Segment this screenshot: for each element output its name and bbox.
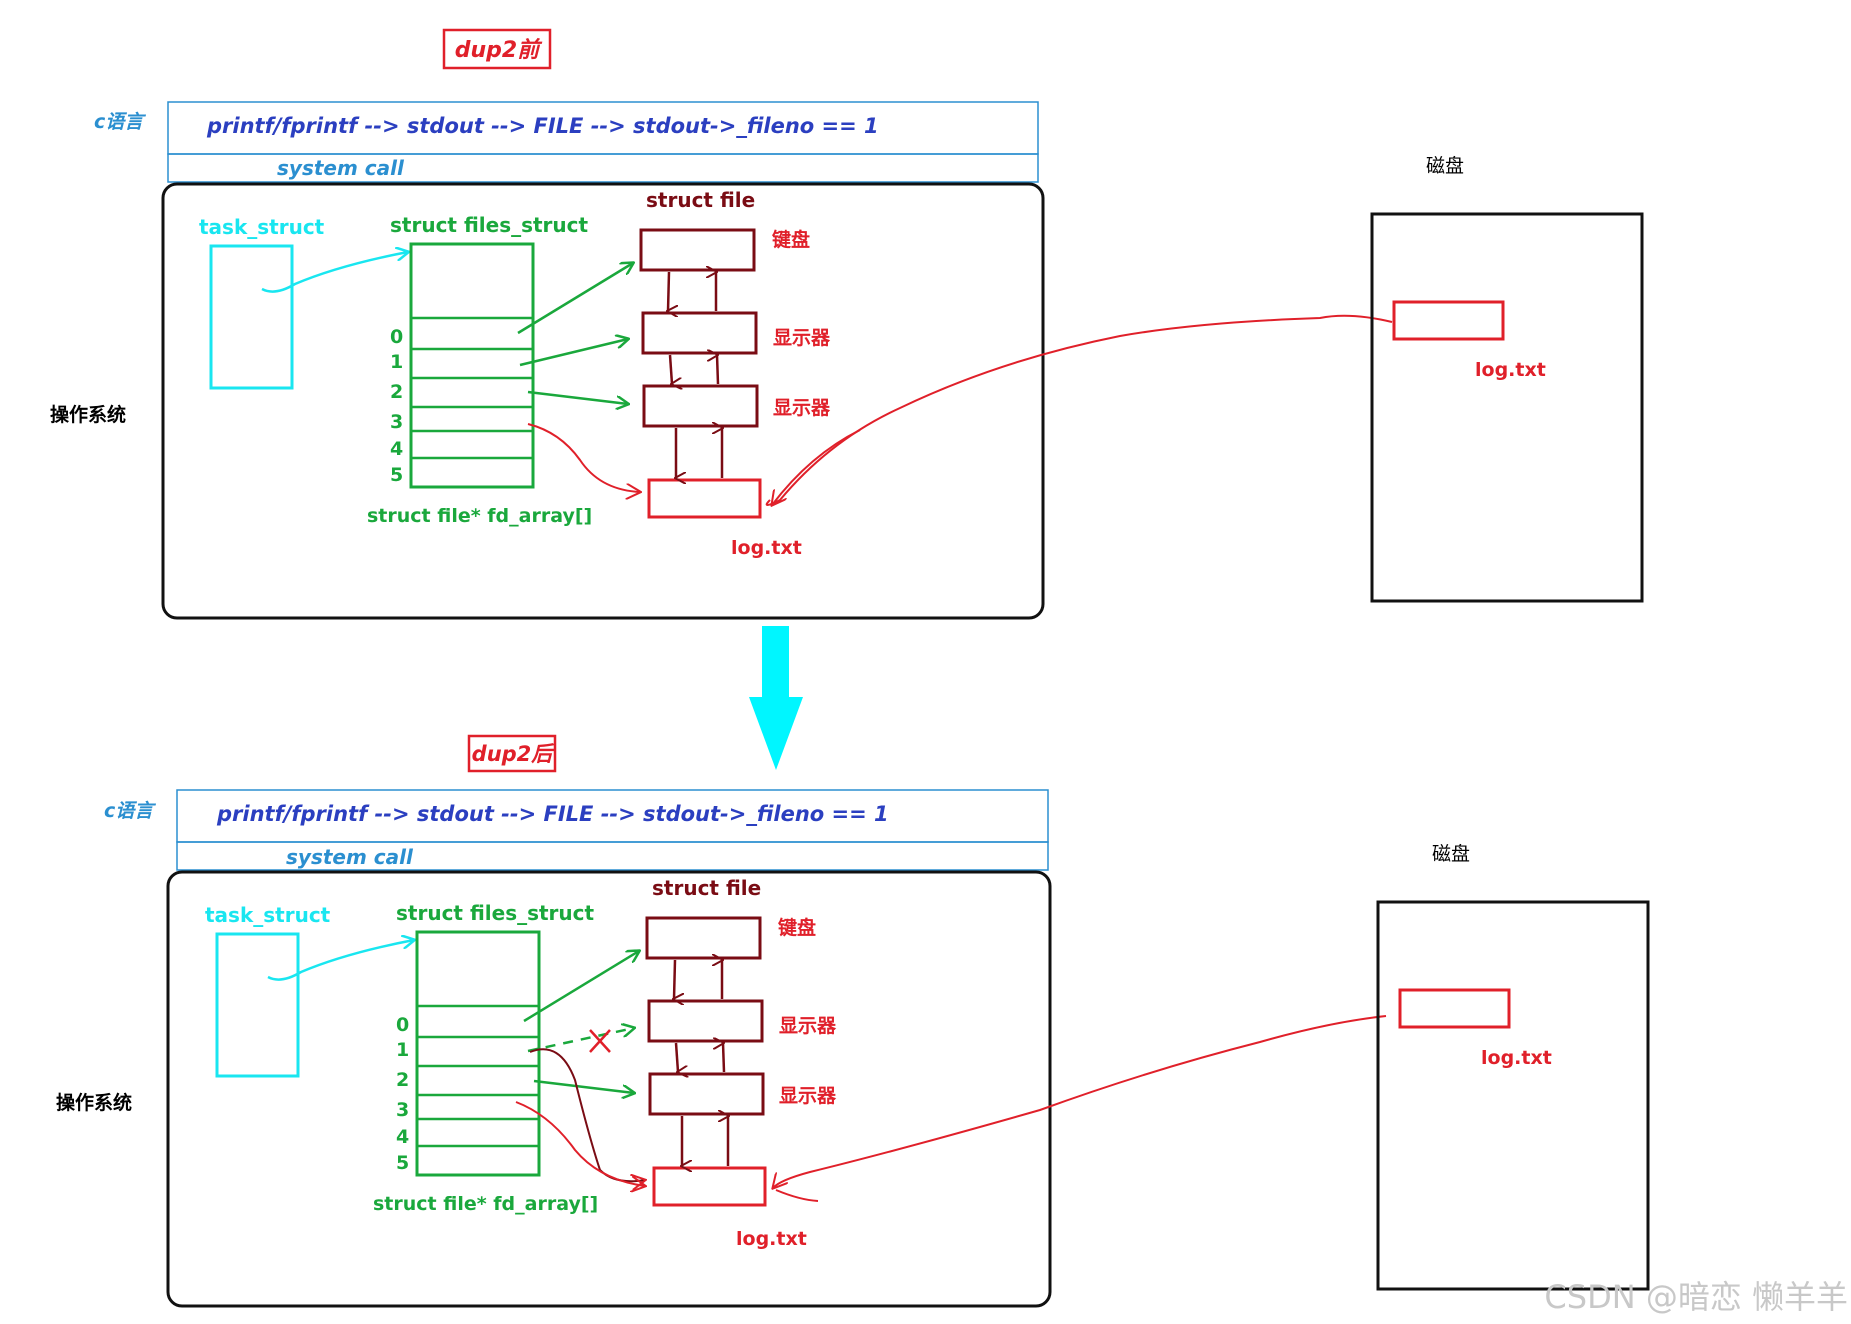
- disk-to-kernel-log-arrowhead: [772, 429, 861, 505]
- os-kernel-box: [161, 182, 1045, 620]
- file-keyboard-label: 键盘: [771, 228, 810, 251]
- fd-3: 3: [396, 1099, 409, 1121]
- task-to-files-arrow: [261, 252, 408, 293]
- fd-slots-2: [417, 1004, 539, 1148]
- watermark: CSDN @暗恋 懒羊羊: [1544, 1278, 1848, 1316]
- disk-to-kernel-log-arrow-2: [773, 1015, 1387, 1188]
- stage-badge-after: [467, 734, 557, 773]
- task-struct-box: [209, 244, 294, 390]
- call-chain: printf/fprintf --> stdout --> FILE --> s…: [206, 114, 879, 138]
- fd-2: 2: [396, 1069, 409, 1091]
- task-to-files-arrow-2: [267, 940, 414, 981]
- fd-array-label: struct file* fd_array[]: [367, 505, 592, 527]
- fd-1: 1: [396, 1039, 409, 1061]
- stage-label-after: dup2后: [472, 742, 556, 766]
- disk-log-file-2: [1398, 988, 1511, 1029]
- file-list-links-2: [674, 960, 728, 1166]
- file-display-2-label: 显示器: [773, 397, 831, 419]
- files-struct-label: struct files_struct: [390, 213, 589, 237]
- fd3-to-log-arrow-2: [515, 1101, 645, 1186]
- file-display-1-label-2: 显示器: [779, 1015, 837, 1037]
- file-display-1-2: [647, 999, 764, 1043]
- fd-numbers-2: 0 1 2 3 4 5: [396, 1014, 409, 1174]
- os-kernel-box-2: [166, 870, 1052, 1308]
- system-call-layer-2: [176, 841, 1049, 871]
- fd-4: 4: [396, 1126, 409, 1148]
- struct-file-label: struct file: [646, 188, 755, 212]
- os-label-2: 操作系统: [56, 1091, 132, 1114]
- file-display-1-label: 显示器: [773, 327, 831, 349]
- file-keyboard-label-2: 键盘: [777, 916, 816, 939]
- fd-0: 0: [396, 1014, 409, 1036]
- system-call-layer: [167, 153, 1039, 183]
- bottom-section: dup2后 c语言 printf/fprintf --> stdout --> …: [56, 734, 1650, 1308]
- fd1-old-display-arrow-dashed: [527, 1028, 634, 1053]
- fd-1: 1: [390, 351, 403, 373]
- disk-label-2: 磁盘: [1432, 843, 1470, 865]
- disk-log-label: log.txt: [1475, 359, 1546, 381]
- file-list-links: [668, 272, 722, 478]
- file-display-2-2: [648, 1072, 765, 1116]
- c-lang-label: c语言: [94, 111, 146, 133]
- top-section: dup2前 c语言 printf/fprintf --> stdout --> …: [50, 28, 1644, 620]
- disk-box: [1370, 212, 1644, 603]
- system-call-label: system call: [277, 156, 405, 180]
- stage-badge-before: [442, 28, 552, 70]
- struct-file-label-2: struct file: [652, 876, 761, 900]
- fd-0: 0: [390, 326, 403, 348]
- log-kernel-label: log.txt: [731, 537, 802, 559]
- file-display-2-label-2: 显示器: [779, 1085, 837, 1107]
- disk-log-file: [1392, 300, 1505, 341]
- file-keyboard-2: [645, 916, 762, 960]
- fd1-cross-mark: [589, 1029, 611, 1053]
- file-keyboard: [639, 228, 756, 272]
- call-chain-2: printf/fprintf --> stdout --> FILE --> s…: [216, 802, 889, 826]
- os-label: 操作系统: [50, 403, 126, 426]
- c-lang-label-2: c语言: [104, 800, 156, 822]
- fd-array-label-2: struct file* fd_array[]: [373, 1193, 598, 1215]
- fd-slots: [411, 316, 533, 460]
- disk-to-kernel-log-arrow: [765, 314, 1393, 506]
- fd-numbers: 0 1 2 3 4 5: [390, 326, 403, 486]
- transition-arrow: [749, 626, 803, 770]
- disk-label: 磁盘: [1426, 155, 1464, 177]
- arrow-tail-squiggle: [775, 1189, 819, 1202]
- task-struct-label: task_struct: [199, 215, 325, 239]
- fd-to-file-arrows: [517, 263, 633, 404]
- file-log-kernel-2: [652, 1166, 767, 1207]
- system-call-label-2: system call: [286, 845, 414, 869]
- fd-4: 4: [390, 438, 403, 460]
- fd-5: 5: [396, 1152, 409, 1174]
- fd-5: 5: [390, 464, 403, 486]
- fd-to-file-arrows-2: [523, 951, 639, 1093]
- disk-log-label-2: log.txt: [1481, 1047, 1552, 1069]
- log-kernel-label-2: log.txt: [736, 1228, 807, 1250]
- task-struct-label-2: task_struct: [205, 903, 331, 927]
- task-struct-box-2: [215, 932, 300, 1078]
- files-struct-box-2: [415, 930, 541, 1177]
- stage-label-before: dup2前: [455, 37, 543, 63]
- disk-box-2: [1376, 900, 1650, 1291]
- file-display-1: [641, 311, 758, 355]
- files-struct-label-2: struct files_struct: [396, 901, 595, 925]
- fd3-to-log-arrow: [527, 423, 640, 492]
- fd-2: 2: [390, 381, 403, 403]
- fd-3: 3: [390, 411, 403, 433]
- file-log-kernel: [647, 478, 762, 519]
- file-display-2: [642, 384, 759, 428]
- files-struct-box: [409, 242, 535, 489]
